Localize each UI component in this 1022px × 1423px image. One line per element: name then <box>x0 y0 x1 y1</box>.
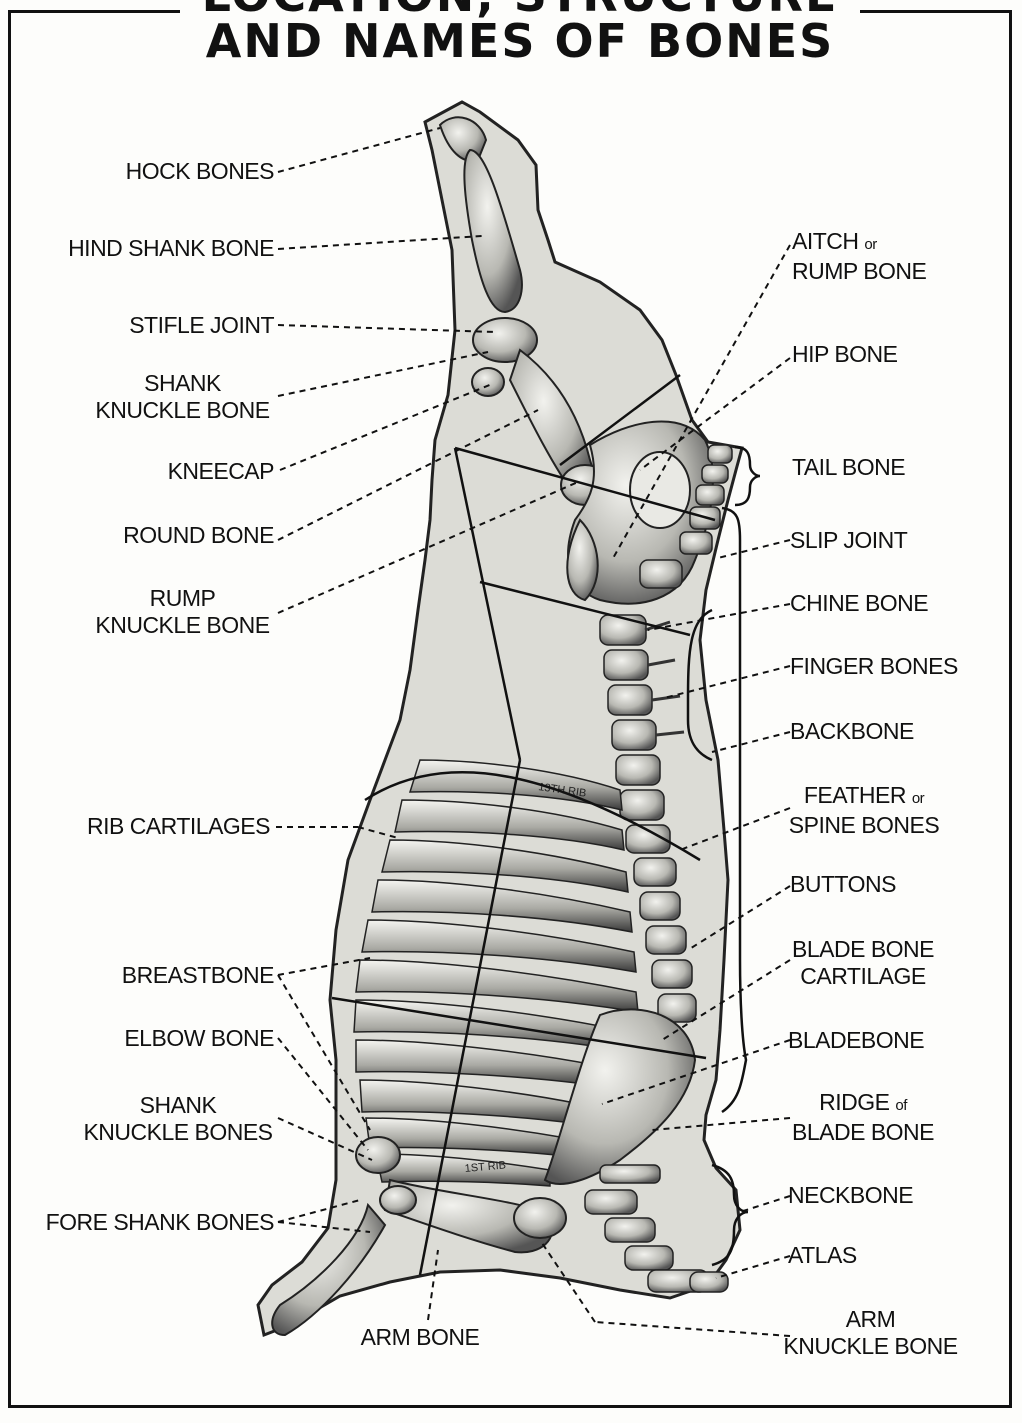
label-slip-joint: SLIP JOINT <box>790 527 907 554</box>
label-chine-bone: CHINE BONE <box>790 590 928 617</box>
label-aitch-word: AITCH <box>792 228 859 254</box>
label-feather-bones: FEATHER or SPINE BONES <box>778 782 950 839</box>
label-aitch-bone: AITCH or RUMP BONE <box>792 228 926 285</box>
label-arm-knuckle-line1: ARM <box>778 1306 963 1333</box>
label-rump-knuckle-bone-line1: RUMP <box>90 585 275 612</box>
label-elbow-bone: ELBOW BONE <box>124 1025 274 1052</box>
label-stifle-joint: STIFLE JOINT <box>129 312 274 339</box>
label-arm-knuckle-bone: ARM KNUCKLE BONE <box>778 1306 963 1360</box>
label-shank-knuckle-bone: SHANK KNUCKLE BONE <box>90 370 275 424</box>
label-feather-or: or <box>912 790 924 807</box>
label-ridge-of: of <box>895 1097 907 1114</box>
label-shank-knuckle-bones-line2: KNUCKLE BONES <box>78 1119 278 1146</box>
label-shank-knuckle-bone-line2: KNUCKLE BONE <box>90 397 275 424</box>
label-ridge-line1: RIDGE of <box>778 1089 948 1119</box>
label-blade-bone-cartilage: BLADE BONE CARTILAGE <box>778 936 948 990</box>
label-finger-bones: FINGER BONES <box>790 653 958 680</box>
label-aitch-line1: AITCH or <box>792 228 926 258</box>
label-fore-shank-bones: FORE SHANK BONES <box>46 1209 274 1236</box>
label-tail-bone: TAIL BONE <box>792 454 905 481</box>
label-ridge-word: RIDGE <box>819 1089 889 1115</box>
label-backbone: BACKBONE <box>790 718 914 745</box>
label-kneecap: KNEECAP <box>168 458 274 485</box>
label-ridge-of-blade-bone: RIDGE of BLADE BONE <box>778 1089 948 1146</box>
label-arm-knuckle-line2: KNUCKLE BONE <box>778 1333 963 1360</box>
label-rump-knuckle-bone: RUMP KNUCKLE BONE <box>90 585 275 639</box>
label-rib-cartilages: RIB CARTILAGES <box>87 813 270 840</box>
label-blade-cartilage-line2: CARTILAGE <box>778 963 948 990</box>
label-hind-shank-bone: HIND SHANK BONE <box>68 235 274 262</box>
label-shank-knuckle-bones: SHANK KNUCKLE BONES <box>78 1092 278 1146</box>
label-atlas: ATLAS <box>788 1242 857 1269</box>
label-ridge-line2: BLADE BONE <box>778 1119 948 1146</box>
label-round-bone: ROUND BONE <box>123 522 274 549</box>
label-shank-knuckle-bones-line1: SHANK <box>78 1092 278 1119</box>
label-rump-knuckle-bone-line2: KNUCKLE BONE <box>90 612 275 639</box>
label-feather-line1: FEATHER or <box>778 782 950 812</box>
label-feather-line2: SPINE BONES <box>778 812 950 839</box>
label-hip-bone: HIP BONE <box>792 341 898 368</box>
label-neckbone: NECKBONE <box>788 1182 913 1209</box>
label-buttons: BUTTONS <box>790 871 896 898</box>
label-arm-bone: ARM BONE <box>340 1324 500 1351</box>
label-blade-cartilage-line1: BLADE BONE <box>778 936 948 963</box>
label-bladebone: BLADEBONE <box>788 1027 924 1054</box>
label-aitch-line2: RUMP BONE <box>792 258 926 285</box>
label-feather-word: FEATHER <box>804 782 906 808</box>
label-aitch-or: or <box>864 236 876 253</box>
label-hock-bones: HOCK BONES <box>126 158 274 185</box>
label-breastbone: BREASTBONE <box>122 962 274 989</box>
label-shank-knuckle-bone-line1: SHANK <box>90 370 275 397</box>
